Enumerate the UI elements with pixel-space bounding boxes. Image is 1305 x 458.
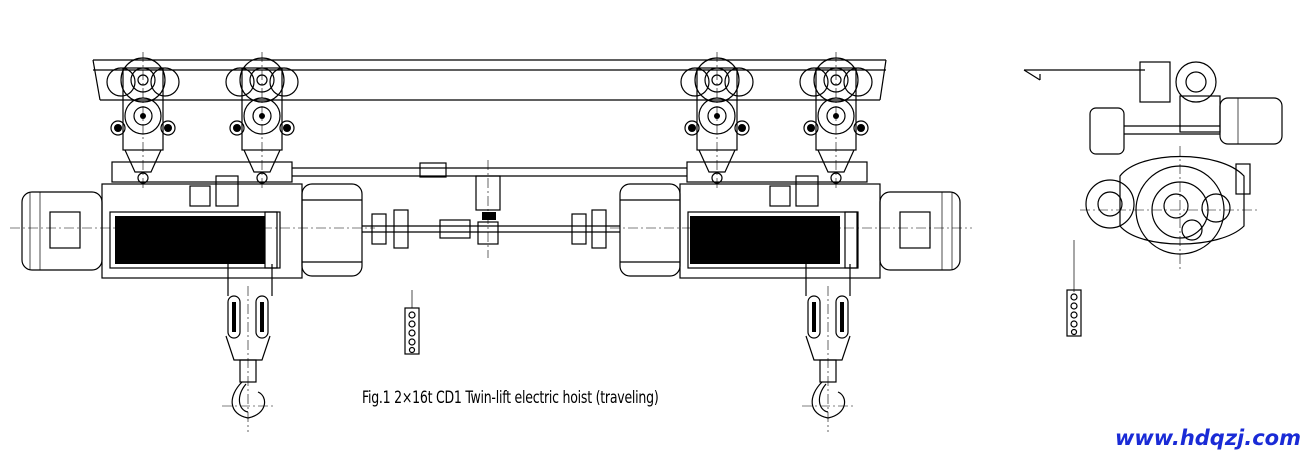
frame-plate-right — [686, 161, 868, 183]
side-view — [1023, 61, 1283, 292]
frame-plate-left — [111, 161, 293, 183]
drive-shaft — [362, 160, 620, 258]
pendant-right — [1066, 289, 1082, 337]
trolley-wheel-3 — [680, 51, 754, 189]
hook-left — [221, 285, 275, 433]
hook-right — [801, 285, 855, 433]
pendant-left — [404, 307, 420, 355]
overhead-beam — [92, 59, 887, 101]
hoist-right — [610, 175, 972, 296]
rope-drum-right — [690, 216, 840, 264]
trolley-wheel-4 — [799, 51, 873, 189]
hoist-left — [10, 175, 375, 296]
trolley-wheel-1 — [106, 51, 180, 189]
watermark-url: www.hdqzj.com — [1114, 426, 1301, 450]
figure-caption: Fig.1 2×16t CD1 Twin-lift electric hoist… — [362, 388, 659, 408]
rope-drum-left — [115, 216, 265, 264]
trolley-wheel-2 — [225, 51, 299, 189]
